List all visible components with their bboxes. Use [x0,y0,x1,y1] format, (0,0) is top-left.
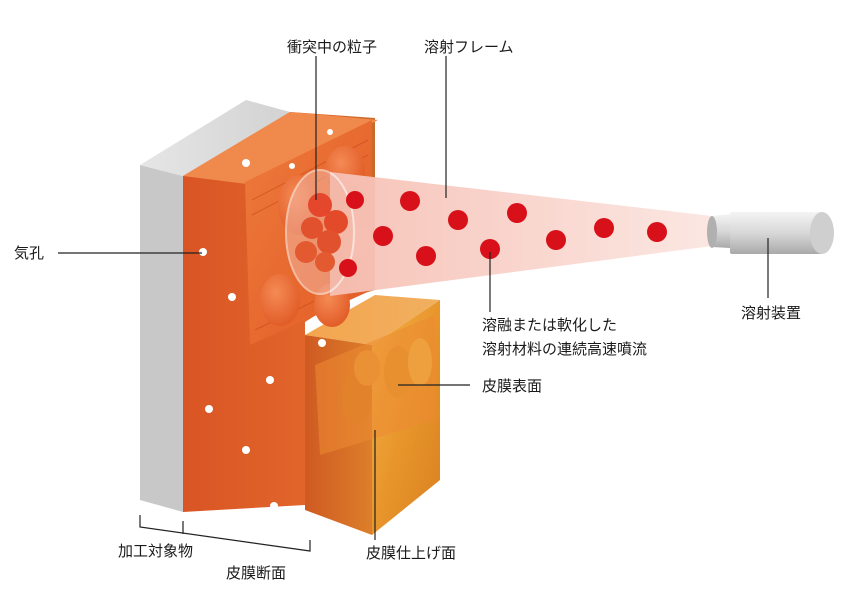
particle-stream [339,191,667,277]
label-coating-surface: 皮膜表面 [482,377,542,395]
label-stream-line2: 溶射材料の連続高速噴流 [482,340,647,358]
workpiece-substrate [140,100,290,512]
colliding-particles [285,169,355,295]
label-spray-flame: 溶射フレーム [424,38,514,56]
label-colliding-particles: 衝突中の粒子 [287,38,377,56]
label-spray-device: 溶射装置 [741,304,801,322]
leader-lines [58,56,769,552]
label-coating-finish: 皮膜仕上げ面 [366,544,456,562]
label-coating-cross-section: 皮膜断面 [226,564,286,582]
pores [199,129,333,510]
label-pores: 気孔 [14,244,44,262]
label-stream-line1: 溶融または軟化した [482,316,617,334]
surface-particles [342,338,432,424]
label-workpiece: 加工対象物 [118,542,193,560]
spray-device [707,212,834,254]
coating-finish-block [305,295,440,535]
